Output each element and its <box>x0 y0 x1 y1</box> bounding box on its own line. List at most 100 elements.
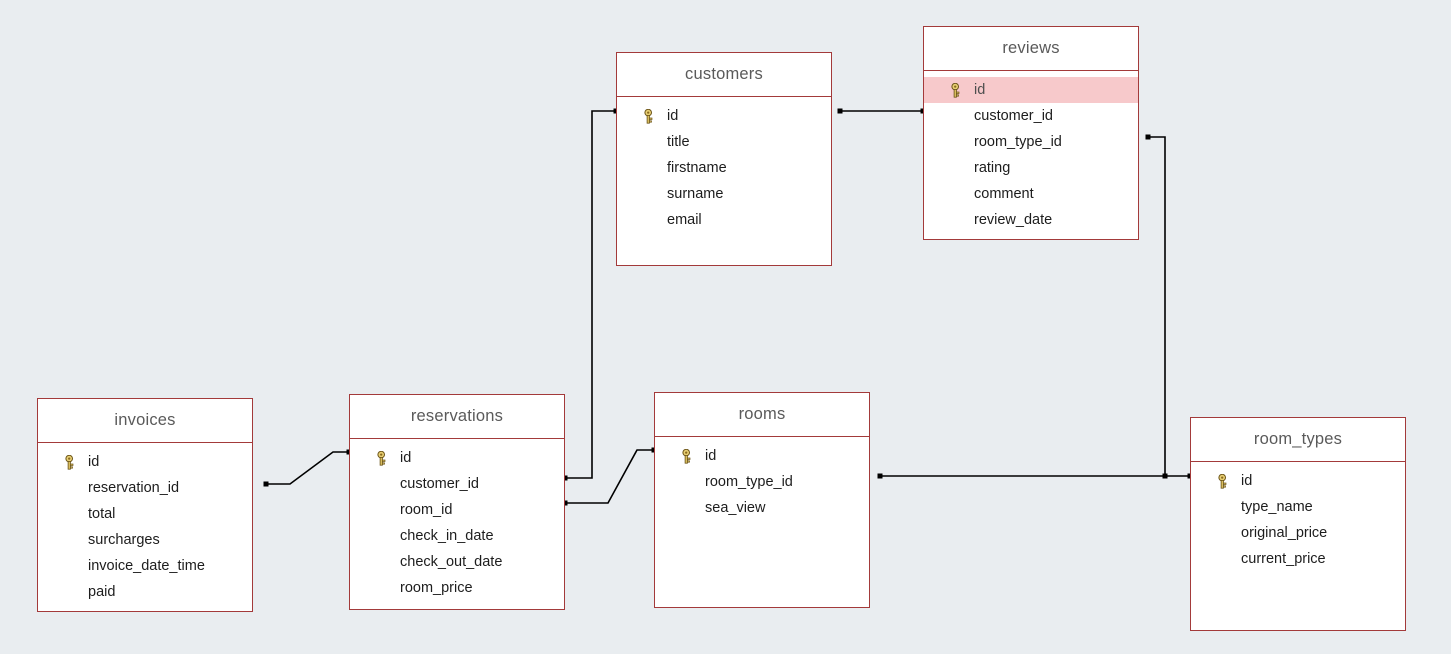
field-row[interactable]: rating <box>924 155 1138 181</box>
field-row[interactable]: id <box>924 77 1138 103</box>
field-icon-slot <box>643 132 663 152</box>
field-icon-slot <box>64 478 84 498</box>
field-name: surcharges <box>88 532 160 548</box>
field-name: id <box>667 108 679 124</box>
field-row[interactable]: id <box>655 443 869 469</box>
primary-key-icon <box>65 454 74 470</box>
field-row[interactable]: id <box>617 103 831 129</box>
connector-line <box>1148 136 1166 476</box>
table-title: room_types <box>1253 430 1343 448</box>
field-icon-slot <box>950 132 970 152</box>
field-row[interactable]: original_price <box>1191 520 1405 546</box>
field-name: original_price <box>1241 525 1328 541</box>
field-name: surname <box>667 186 724 202</box>
field-name: rating <box>974 160 1011 176</box>
relationship-customers-to-reviews <box>837 108 926 114</box>
connector-endpoint <box>1145 134 1151 140</box>
field-row[interactable]: sea_view <box>655 495 869 521</box>
table-header-invoices[interactable]: invoices <box>38 399 252 443</box>
field-name: comment <box>974 186 1034 202</box>
field-row[interactable]: check_out_date <box>350 549 564 575</box>
connector-endpoint <box>837 108 843 114</box>
field-name: current_price <box>1241 551 1326 567</box>
connector-endpoint <box>877 473 883 479</box>
entity-table-reservations[interactable]: reservations id customer_id room_id check_in… <box>349 394 565 610</box>
field-name: id <box>88 454 100 470</box>
field-row[interactable]: surcharges <box>38 527 252 553</box>
table-fields-reservations: id customer_id room_id check_in_date check_o… <box>350 439 564 609</box>
field-row[interactable]: surname <box>617 181 831 207</box>
primary-key-slot <box>64 452 84 472</box>
field-row[interactable]: id <box>350 445 564 471</box>
field-name: id <box>705 448 717 464</box>
field-icon-slot <box>643 158 663 178</box>
primary-key-icon <box>644 108 653 124</box>
relationship-rooms-to-room-types <box>877 473 1193 479</box>
field-row[interactable]: paid <box>38 579 252 605</box>
table-fields-customers: id title firstname surname email <box>617 97 831 265</box>
field-row[interactable]: email <box>617 207 831 233</box>
table-header-rooms[interactable]: rooms <box>655 393 869 437</box>
field-name: check_out_date <box>400 554 503 570</box>
table-header-reservations[interactable]: reservations <box>350 395 564 439</box>
field-name: type_name <box>1241 499 1313 515</box>
field-icon-slot <box>681 472 701 492</box>
field-icon-slot <box>376 500 396 520</box>
field-row[interactable]: total <box>38 501 252 527</box>
field-row[interactable]: current_price <box>1191 546 1405 572</box>
field-row[interactable]: comment <box>924 181 1138 207</box>
table-title: customers <box>685 65 763 83</box>
field-icon-slot <box>64 504 84 524</box>
field-row[interactable]: room_id <box>350 497 564 523</box>
table-title: reservations <box>410 407 504 425</box>
field-row[interactable]: firstname <box>617 155 831 181</box>
field-row[interactable]: id <box>1191 468 1405 494</box>
field-row[interactable]: review_date <box>924 207 1138 233</box>
table-header-room_types[interactable]: room_types <box>1191 418 1405 462</box>
field-name: room_price <box>400 580 473 596</box>
field-row[interactable]: id <box>38 449 252 475</box>
connector-line <box>266 451 349 485</box>
field-icon-slot <box>950 106 970 126</box>
primary-key-slot <box>1217 471 1237 491</box>
relationship-customers-to-reservations <box>562 108 619 481</box>
field-name: room_id <box>400 502 453 518</box>
field-row[interactable]: room_price <box>350 575 564 601</box>
field-icon-slot <box>643 210 663 230</box>
field-name: customer_id <box>400 476 479 492</box>
table-header-customers[interactable]: customers <box>617 53 831 97</box>
primary-key-icon <box>682 448 691 464</box>
table-title: invoices <box>114 411 176 429</box>
primary-key-icon <box>951 82 960 98</box>
connector-endpoint <box>1162 473 1168 479</box>
primary-key-slot <box>950 80 970 100</box>
table-title: reviews <box>1002 39 1060 57</box>
field-row[interactable]: reservation_id <box>38 475 252 501</box>
field-name: firstname <box>667 160 727 176</box>
field-row[interactable]: check_in_date <box>350 523 564 549</box>
field-icon-slot <box>950 184 970 204</box>
field-row[interactable]: title <box>617 129 831 155</box>
field-icon-slot <box>376 474 396 494</box>
field-row[interactable]: type_name <box>1191 494 1405 520</box>
primary-key-slot <box>643 106 663 126</box>
field-icon-slot <box>950 210 970 230</box>
field-row[interactable]: room_type_id <box>655 469 869 495</box>
field-icon-slot <box>950 158 970 178</box>
field-row[interactable]: room_type_id <box>924 129 1138 155</box>
entity-table-customers[interactable]: customers id title firstname surname email <box>616 52 832 266</box>
field-icon-slot <box>376 552 396 572</box>
table-header-reviews[interactable]: reviews <box>924 27 1138 71</box>
field-name: email <box>667 212 702 228</box>
field-row[interactable]: customer_id <box>924 103 1138 129</box>
field-row[interactable]: invoice_date_time <box>38 553 252 579</box>
field-icon-slot <box>1217 549 1237 569</box>
field-row[interactable]: customer_id <box>350 471 564 497</box>
field-name: review_date <box>974 212 1053 228</box>
